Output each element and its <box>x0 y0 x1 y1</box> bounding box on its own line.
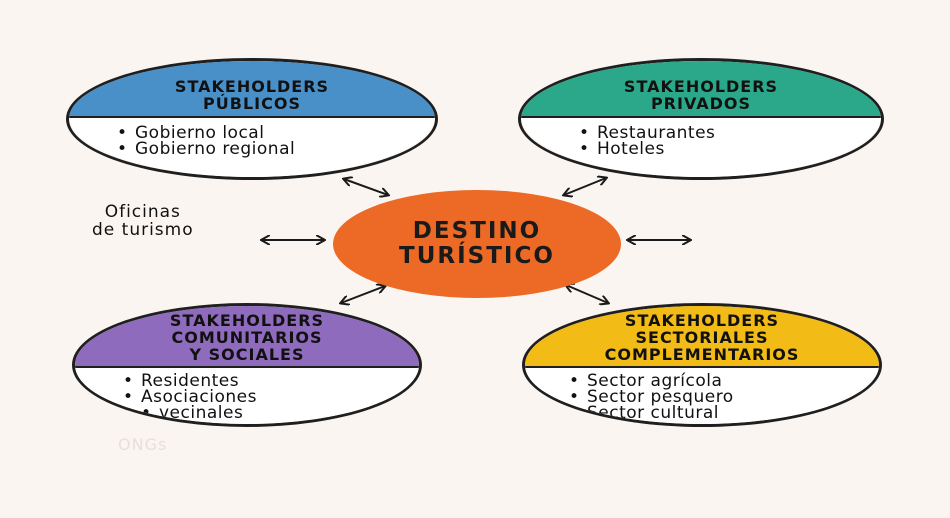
center-title-line: TURÍSTICO <box>399 243 555 269</box>
node-title-line: STAKEHOLDERS <box>174 77 330 96</box>
side-label-line: de turismo <box>92 220 194 240</box>
node-destino-turistico: DESTINO TURÍSTICO <box>333 190 621 298</box>
arrow-publicos <box>344 179 388 195</box>
node-header: STAKEHOLDERS COMUNITARIOS Y SOCIALES <box>75 306 419 366</box>
list-item: Restaurantes <box>579 125 715 142</box>
node-stakeholders-privados: STAKEHOLDERS PRIVADOS Restaurantes Hotel… <box>518 58 884 180</box>
list-item: Gobierno local <box>117 125 295 142</box>
side-label-line: Oficinas <box>104 202 181 222</box>
list-item: Sector pesquero <box>569 389 734 406</box>
node-title-line: COMPLEMENTARIOS <box>604 345 800 364</box>
list-item: Residentes <box>123 373 257 390</box>
list-item: Asociaciones <box>123 389 257 406</box>
node-body: Residentes Asociaciones vecinales <box>75 366 419 424</box>
node-title-line: STAKEHOLDERS <box>624 311 780 330</box>
node-header: STAKEHOLDERS PRIVADOS <box>521 61 881 116</box>
arrow-comunitarios <box>341 286 385 303</box>
node-item-list: Sector agrícola Sector pesquero Sector c… <box>569 373 734 422</box>
node-stakeholders-sectoriales: STAKEHOLDERS SECTORIALES COMPLEMENTARIOS… <box>522 303 882 427</box>
node-title-line: SECTORIALES <box>635 328 769 347</box>
node-title-line: STAKEHOLDERS <box>623 77 779 96</box>
label-oficinas-de-turismo: Oficinas de turismo <box>92 203 194 239</box>
node-header: STAKEHOLDERS PÚBLICOS <box>69 61 435 116</box>
node-title-line: PÚBLICOS <box>203 94 301 113</box>
list-item: Gobierno regional <box>117 141 295 158</box>
list-item-continuation: vecinales <box>123 405 257 422</box>
faded-label-ongs: ONGs <box>118 435 168 454</box>
node-stakeholders-comunitarios: STAKEHOLDERS COMUNITARIOS Y SOCIALES Res… <box>72 303 422 427</box>
arrow-privados <box>564 178 606 195</box>
node-item-list: Gobierno local Gobierno regional <box>117 125 295 158</box>
node-stakeholders-publicos: STAKEHOLDERS PÚBLICOS Gobierno local Gob… <box>66 58 438 180</box>
list-item: Hoteles <box>579 141 715 158</box>
center-title-line: DESTINO <box>412 218 542 244</box>
node-item-list: Restaurantes Hoteles <box>579 125 715 158</box>
arrow-sectoriales <box>566 285 608 303</box>
node-title-line: Y SOCIALES <box>189 345 305 364</box>
node-title-line: STAKEHOLDERS <box>169 311 325 330</box>
node-title-line: PRIVADOS <box>650 94 752 113</box>
node-header: STAKEHOLDERS SECTORIALES COMPLEMENTARIOS <box>525 306 879 366</box>
node-item-list: Residentes Asociaciones vecinales <box>123 373 257 422</box>
list-item: Sector cultural <box>569 405 734 422</box>
list-item: Sector agrícola <box>569 373 734 390</box>
node-title-line: COMUNITARIOS <box>171 328 323 347</box>
